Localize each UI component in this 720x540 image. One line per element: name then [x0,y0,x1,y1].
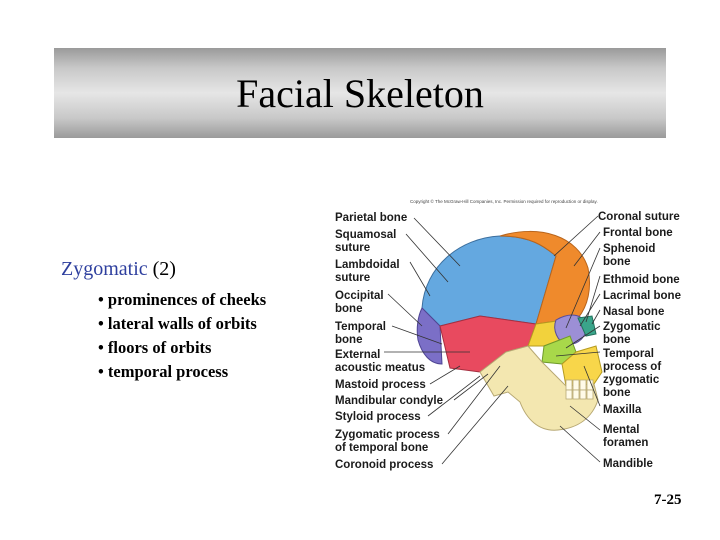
occipital-bone-shape [416,307,443,365]
label-mandibular-condyle: Mandibular condyle [335,395,443,407]
label-mental-foramen: Mental foramen [603,424,649,449]
frontal-bone-shape [499,230,591,325]
label-coronoid-process: Coronoid process [335,459,434,471]
label-coronal-suture: Coronal suture [598,211,680,223]
subhead-term: Zygomatic [61,258,148,280]
subhead: Zygomatic (2) [61,258,176,281]
label-temporal-bone: Temporal bone [335,321,386,346]
label-nasal-bone: Nasal bone [603,306,665,318]
skull-illustration [384,215,603,465]
label-lambdoidal-suture: Lambdoidal suture [335,259,400,284]
title-bar: Facial Skeleton [54,48,666,138]
label-external-acoustic-meatus: External acoustic meatus [335,349,426,374]
label-parietal-bone: Parietal bone [335,212,408,224]
subhead-count: (2) [152,258,176,280]
label-lacrimal-bone: Lacrimal bone [603,290,681,302]
bullet-item: floors of orbits [98,336,266,360]
bullet-item: lateral walls of orbits [98,312,266,336]
label-mastoid-process: Mastoid process [335,379,426,391]
label-squamosal-suture: Squamosal suture [335,229,397,254]
copyright-notice: Copyright © The McGraw-Hill Companies, I… [410,199,598,204]
label-zygomatic-process-temporal: Zygomatic process of temporal bone [335,429,440,454]
label-maxilla: Maxilla [603,404,642,416]
bullet-list: prominences of cheeks lateral walls of o… [98,288,266,384]
label-zygomatic-bone: Zygomatic bone [603,321,661,346]
orbit-shape [554,314,587,345]
bullet-item: prominences of cheeks [98,288,266,312]
label-styloid-process: Styloid process [335,411,421,423]
label-sphenoid-bone: Sphenoid bone [603,243,656,268]
page-number: 7-25 [654,492,682,508]
leader-lines [384,215,601,465]
label-ethmoid-bone: Ethmoid bone [603,274,680,286]
bullet-item: temporal process [98,360,266,384]
slide-title: Facial Skeleton [236,70,484,116]
parietal-bone-shape [421,235,557,327]
label-frontal-bone: Frontal bone [603,227,673,239]
label-mandible: Mandible [603,458,653,470]
label-temporal-process-zygomatic: Temporal process of zygomatic bone [603,348,662,399]
label-occipital-bone: Occipital bone [335,290,384,315]
